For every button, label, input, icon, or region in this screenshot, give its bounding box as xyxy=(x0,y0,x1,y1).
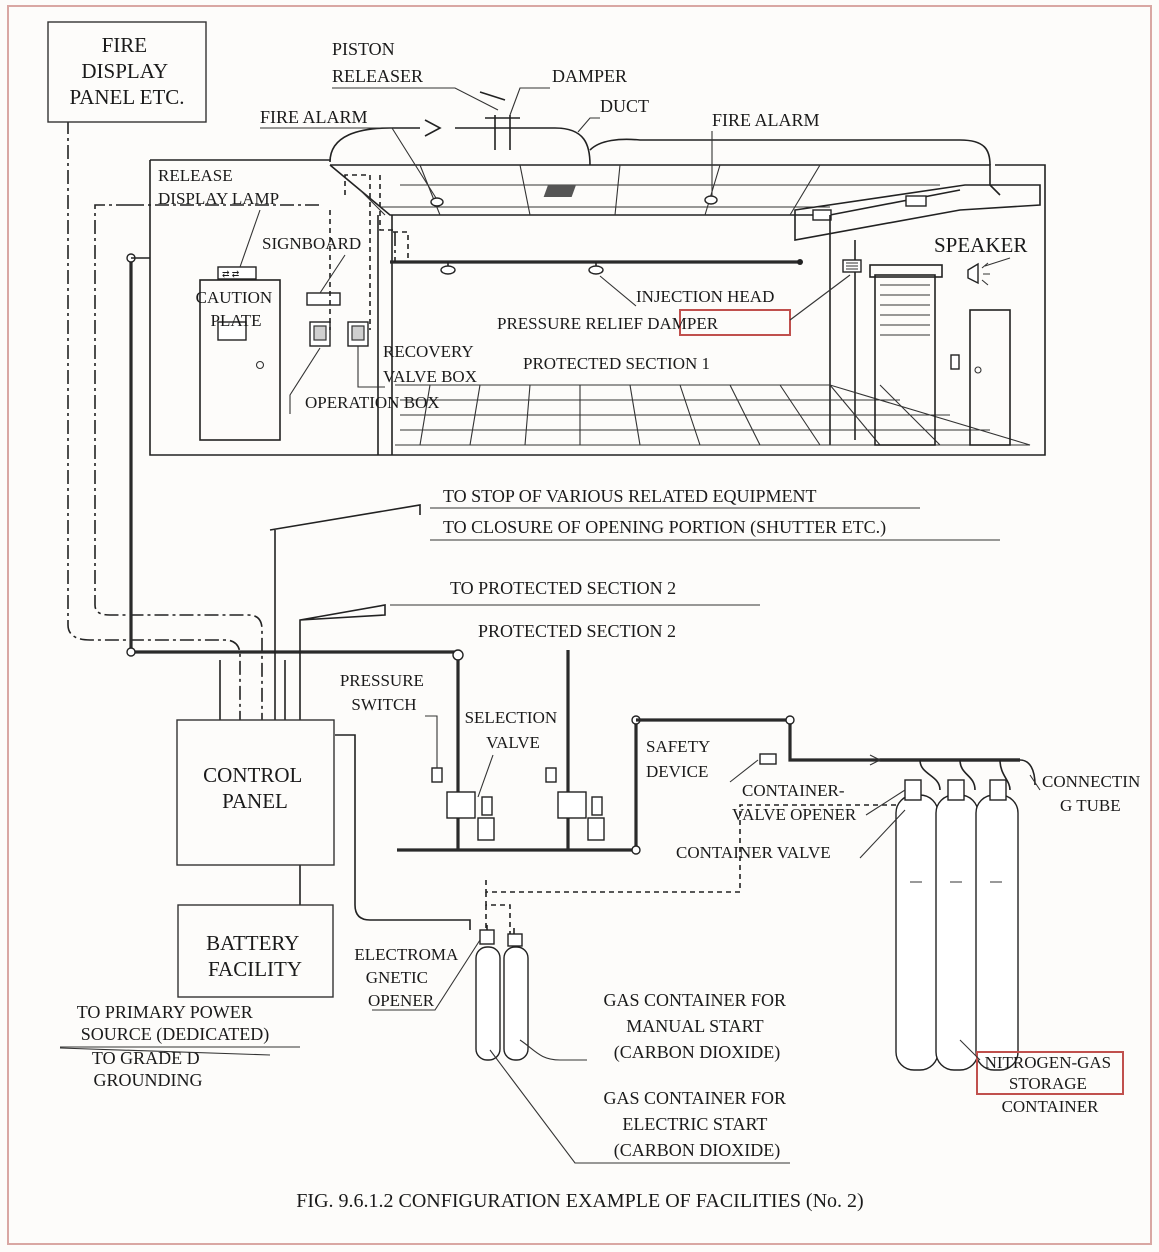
operation-box-label: OPERATION BOX xyxy=(305,393,440,412)
nitrogen-storage-label: NITROGEN-GAS STORAGE CONTAINER xyxy=(985,1053,1116,1116)
gas-manual-label: GAS CONTAINER FOR MANUAL START (CARBON D… xyxy=(603,990,790,1063)
fire-alarm-right-icon xyxy=(705,196,717,204)
signboard-label: SIGNBOARD xyxy=(262,234,361,253)
ceiling-grill xyxy=(544,185,576,197)
to-protected-section-2-label: TO PROTECTED SECTION 2 xyxy=(450,578,676,598)
recovery-valve-box-label: RECOVERY VALVE BOX xyxy=(383,342,477,386)
duct-label: DUCT xyxy=(600,96,649,116)
safety-device-label: SAFETY DEVICE xyxy=(646,737,714,781)
damper-label: DAMPER xyxy=(552,66,627,86)
protected-section-1-label: PROTECTED SECTION 1 xyxy=(523,354,710,373)
selection-valve-label: SELECTION VALVE xyxy=(465,708,562,752)
fire-alarm-left-icon xyxy=(431,198,443,206)
connecting-tube-label: CONNECTIN G TUBE xyxy=(1042,772,1144,815)
injection-head-label: INJECTION HEAD xyxy=(636,287,774,306)
caution-plate-label: CAUTION PLATE xyxy=(196,288,277,330)
speaker-icon xyxy=(968,264,978,283)
to-stop-equipment-label: TO STOP OF VARIOUS RELATED EQUIPMENT xyxy=(443,486,817,506)
safety-device-icon xyxy=(760,754,776,764)
fire-alarm-left-label: FIRE ALARM xyxy=(260,107,368,127)
fire-alarm-right-label: FIRE ALARM xyxy=(712,110,820,130)
to-grade-d-label: TO GRADE D GROUNDING xyxy=(92,1048,204,1090)
signboard-icon xyxy=(307,293,340,305)
speaker-label: SPEAKER xyxy=(934,233,1027,257)
piston-releaser-label: PISTON RELEASER xyxy=(332,39,423,86)
to-primary-power-label: TO PRIMARY POWER SOURCE (DEDICATED) xyxy=(77,1002,270,1045)
release-display-lamp-label: RELEASE DISPLAY LAMP xyxy=(158,166,279,208)
duct-assembly xyxy=(330,92,990,165)
selection-valve-1-icon xyxy=(447,792,475,818)
pressure-relief-damper-label: PRESSURE RELIEF DAMPER xyxy=(497,314,719,333)
nitrogen-gas-cylinders xyxy=(896,780,1018,1070)
figure-caption: FIG. 9.6.1.2 CONFIGURATION EXAMPLE OF FA… xyxy=(296,1190,863,1212)
selection-valve-2-icon xyxy=(558,792,586,818)
container-valve-label: CONTAINER VALVE xyxy=(676,843,831,862)
protected-section-2-label: PROTECTED SECTION 2 xyxy=(478,621,676,641)
electromagnetic-opener-label: ELECTROMA GNETIC OPENER xyxy=(354,945,461,1010)
to-closure-label: TO CLOSURE OF OPENING PORTION (SHUTTER E… xyxy=(443,517,886,538)
gas-electric-label: GAS CONTAINER FOR ELECTRIC START (CARBON… xyxy=(603,1088,790,1161)
pressure-switch-label: PRESSURE SWITCH xyxy=(340,671,428,714)
container-valve-opener-label: CONTAINER- VALVE OPENER xyxy=(732,781,857,824)
pressure-switch-icon xyxy=(432,768,442,782)
svg-text:⇄ ⇄: ⇄ ⇄ xyxy=(222,269,240,279)
